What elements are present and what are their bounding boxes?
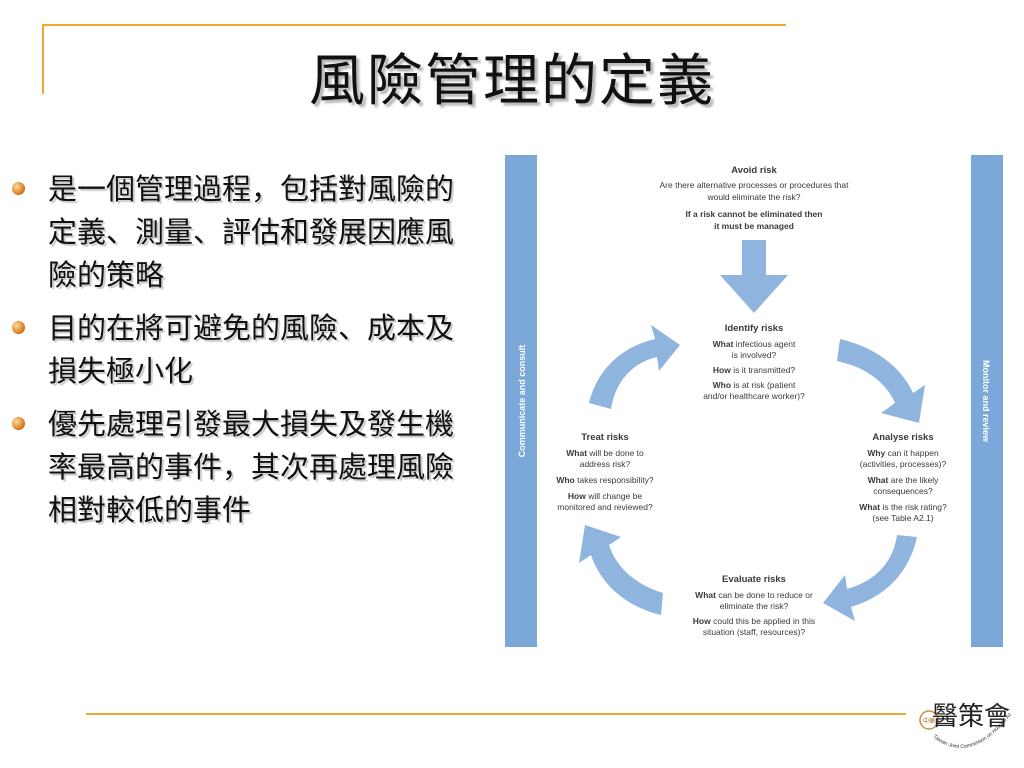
left-bar-label: Communicate and consult	[517, 345, 527, 458]
left-accent-line	[42, 24, 44, 94]
identify-text-4: Who is at risk (patient	[713, 380, 796, 390]
bullet-dot-icon	[12, 417, 25, 430]
organization-logo: 中華 醫策會 Taiwan Joint Commission on Hospit…	[915, 675, 1013, 750]
bottom-accent-line	[86, 713, 906, 715]
analyse-text-6: (see Table A2.1)	[872, 513, 933, 523]
identify-text-2: is involved?	[732, 350, 777, 360]
analyse-text-4: consequences?	[873, 486, 933, 496]
curved-arrow-icon	[837, 339, 925, 423]
identify-text-3: How is it transmitted?	[713, 365, 795, 375]
analyse-heading: Analyse risks	[872, 432, 933, 443]
bullet-dot-icon	[12, 321, 25, 334]
treat-text-3: Who takes responsibility?	[556, 475, 654, 485]
avoid-bold-1: If a risk cannot be eliminated then	[686, 209, 823, 219]
identify-text-5: and/or healthcare worker)?	[703, 391, 805, 401]
treat-text-2: address risk?	[580, 459, 631, 469]
analyse-text-2: (activities, processes)?	[860, 459, 947, 469]
treat-text-1: What will be done to	[566, 448, 644, 458]
avoid-text-1: Are there alternative processes or proce…	[660, 180, 850, 190]
analyse-text-5: What is the risk rating?	[859, 502, 947, 512]
curved-arrow-icon	[823, 535, 917, 621]
treat-text-5: monitored and reviewed?	[557, 502, 653, 512]
bullet-item: 目的在將可避免的風險、成本及損失極小化	[10, 307, 470, 393]
down-arrow-icon	[720, 240, 788, 313]
evaluate-text-3: How could this be applied in this	[693, 616, 815, 626]
bullet-item: 是一個管理過程，包括對風險的定義、測量、評估和發展因應風險的策略	[10, 168, 470, 297]
evaluate-text-1: What can be done to reduce or	[695, 590, 813, 600]
bullet-dot-icon	[12, 182, 25, 195]
risk-management-cycle-diagram: Communicate and consult Monitor and revi…	[505, 155, 1003, 647]
treat-heading: Treat risks	[581, 432, 629, 443]
avoid-heading: Avoid risk	[731, 165, 777, 176]
seal-text: 中華	[923, 717, 935, 725]
right-bar-label: Monitor and review	[981, 360, 991, 443]
seal-icon	[919, 710, 939, 730]
analyse-text-1: Why can it happen	[867, 448, 939, 458]
logo-calligraphy: 醫策會	[932, 702, 1010, 732]
curved-arrow-icon	[589, 325, 680, 409]
bullet-text: 優先處理引發最大損失及發生機率最高的事件，其次再處理風險相對較低的事件	[48, 407, 455, 527]
avoid-bold-2: it must be managed	[714, 221, 794, 231]
analyse-text-3: What are the likely	[868, 475, 940, 485]
slide-title: 風險管理的定義	[309, 49, 715, 114]
bullet-text: 是一個管理過程，包括對風險的定義、測量、評估和發展因應風險的策略	[48, 172, 455, 292]
bullet-item: 優先處理引發最大損失及發生機率最高的事件，其次再處理風險相對較低的事件	[10, 403, 470, 532]
evaluate-text-4: situation (staff, resources)?	[703, 627, 806, 637]
bullet-list: 是一個管理過程，包括對風險的定義、測量、評估和發展因應風險的策略 目的在將可避免…	[10, 168, 470, 542]
top-accent-line	[42, 24, 786, 26]
avoid-text-2: would eliminate the risk?	[706, 192, 800, 202]
curved-arrow-icon	[579, 525, 663, 615]
identify-text-1: What infectious agent	[713, 339, 796, 349]
identify-heading: Identify risks	[725, 323, 784, 334]
evaluate-heading: Evaluate risks	[722, 574, 786, 585]
bullet-text: 目的在將可避免的風險、成本及損失極小化	[48, 311, 455, 388]
treat-text-4: How will change be	[568, 491, 642, 501]
right-side-bar	[971, 155, 1003, 647]
evaluate-text-2: eliminate the risk?	[720, 601, 789, 611]
left-side-bar	[505, 155, 537, 647]
